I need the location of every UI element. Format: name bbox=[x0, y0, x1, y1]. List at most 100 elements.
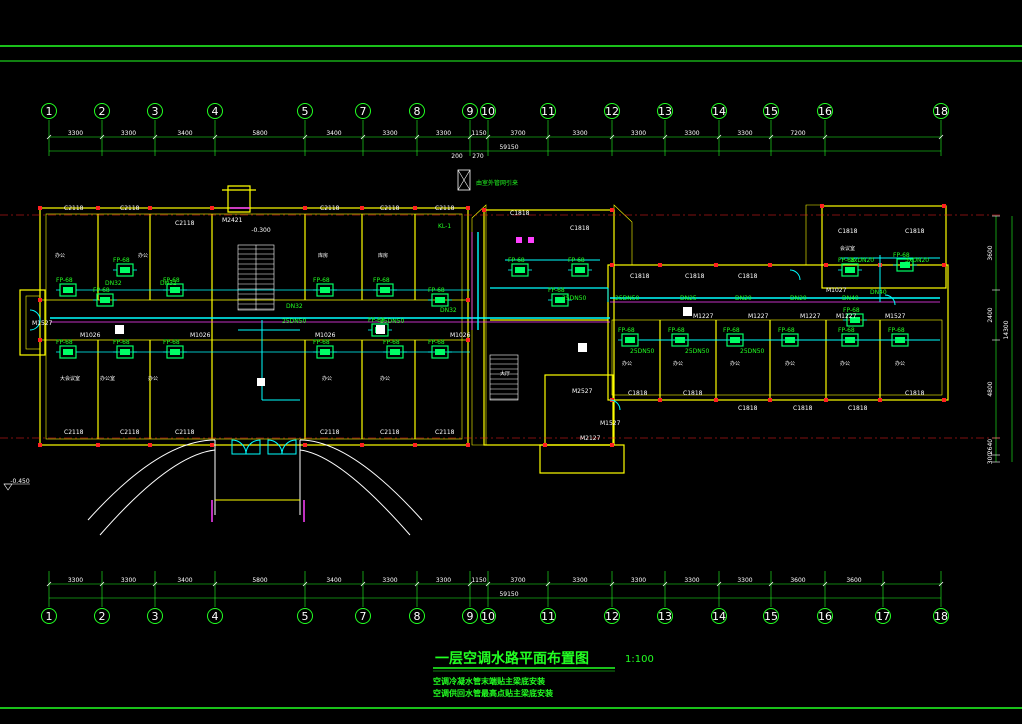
dimension-label: 3300 bbox=[68, 577, 83, 584]
fan-coil-unit: FP-68 bbox=[113, 339, 137, 359]
axis-label: 17 bbox=[876, 610, 890, 623]
room-label: 大厅 bbox=[500, 370, 510, 377]
door-label: M1026 bbox=[450, 332, 471, 339]
fan-coil-unit: FP-68 bbox=[113, 257, 137, 277]
dimension-label: 1150 bbox=[471, 130, 486, 137]
dimension-label: 3300 bbox=[572, 577, 587, 584]
door-label: M1227 bbox=[748, 313, 769, 320]
door-label: M2421 bbox=[222, 217, 243, 224]
level-markers: -0.450 -0.300 bbox=[3, 227, 692, 491]
door-label: M1227 bbox=[836, 313, 857, 320]
fan-coil-label: FP-68 bbox=[373, 277, 390, 284]
axis-bubble bbox=[41, 608, 57, 624]
axis-bubble bbox=[540, 103, 556, 119]
dimension-label: 3300 bbox=[737, 130, 752, 137]
fan-coil-label: FP-68 bbox=[428, 287, 445, 294]
dimension-label: 3300 bbox=[572, 130, 587, 137]
axis-bubble bbox=[207, 608, 223, 624]
dimension-total: 59150 bbox=[499, 591, 518, 598]
level-exterior: -0.450 bbox=[10, 478, 30, 485]
drawing-frame bbox=[0, 45, 1022, 709]
pipe-label: DN32 bbox=[105, 280, 122, 287]
pipe-label: 3xDN20 bbox=[905, 257, 929, 264]
axis-label: 14 bbox=[712, 610, 726, 623]
axis-label: 3 bbox=[152, 610, 159, 623]
fan-coil-label: FP-68 bbox=[56, 277, 73, 284]
riser-dim-2: 270 bbox=[472, 153, 484, 160]
axis-bubble bbox=[297, 103, 313, 119]
room-label: 办公 bbox=[55, 252, 65, 259]
axis-label: 2 bbox=[99, 610, 106, 623]
entrance-canopy bbox=[87, 439, 423, 536]
room-label: 办公室 bbox=[100, 375, 115, 382]
axis-bubble bbox=[657, 608, 673, 624]
pipe-label: 25DN50 bbox=[740, 348, 765, 355]
fan-coil-label: FP-68 bbox=[548, 287, 565, 294]
dimension-label: 3300 bbox=[382, 130, 397, 137]
fan-coil-unit: FP-68 bbox=[548, 287, 572, 307]
dimension-label: 3400 bbox=[326, 577, 341, 584]
fan-coil-label: FP-68 bbox=[893, 252, 910, 259]
fan-coil-label: FP-68 bbox=[113, 339, 130, 346]
pipe-label: 3xDN20 bbox=[850, 257, 874, 264]
axis-bubble bbox=[462, 103, 478, 119]
axis-label: 10 bbox=[481, 610, 495, 623]
door-label: M1026 bbox=[80, 332, 101, 339]
window-label: C2118 bbox=[64, 429, 84, 436]
axis-label: 12 bbox=[605, 105, 619, 118]
pipe-label: DN20 bbox=[735, 295, 752, 302]
pipe-label: 25DN50 bbox=[615, 295, 640, 302]
fan-coil-unit: FP-68 bbox=[56, 339, 80, 359]
fan-coil-label: FP-68 bbox=[778, 327, 795, 334]
door-label: M2527 bbox=[572, 388, 593, 395]
dimension-label: 3300 bbox=[121, 130, 136, 137]
axis-bubble bbox=[604, 103, 620, 119]
fan-coil-label: FP-68 bbox=[838, 257, 855, 264]
axis-bubble bbox=[355, 103, 371, 119]
door-label: M2127 bbox=[580, 435, 601, 442]
room-label: 库房 bbox=[318, 252, 328, 259]
axis-label: 1 bbox=[46, 610, 53, 623]
room-label: 库房 bbox=[378, 252, 388, 259]
fan-coil-unit: FP-68 bbox=[313, 277, 337, 297]
room-label: 办公 bbox=[148, 375, 158, 382]
door-label: M1026 bbox=[190, 332, 211, 339]
window-label: C2118 bbox=[380, 429, 400, 436]
fan-coil-unit: FP-68 bbox=[313, 339, 337, 359]
fan-coil-label: FP-68 bbox=[723, 327, 740, 334]
fan-coil-unit: FP-68 bbox=[778, 327, 802, 347]
axis-bubble bbox=[41, 103, 57, 119]
dimension-label: 2400 bbox=[987, 307, 994, 322]
note-2: 空调供回水管最高点贴主梁底安装 bbox=[433, 688, 553, 698]
window-label: C2118 bbox=[64, 205, 84, 212]
axis-label: 9 bbox=[467, 105, 474, 118]
axis-bubble bbox=[207, 103, 223, 119]
axis-bubble bbox=[875, 608, 891, 624]
title-block: 一层空调水路平面布置图 1:100 空调冷凝水管末端贴主梁底安装 空调供回水管最… bbox=[433, 650, 654, 698]
pipe-label: 25DN50 bbox=[630, 348, 655, 355]
axis-bubble bbox=[763, 608, 779, 624]
fan-coil-label: FP-68 bbox=[163, 339, 180, 346]
room-label: 办公 bbox=[673, 360, 683, 367]
dimension-label: 3600 bbox=[790, 577, 805, 584]
axis-bubble bbox=[480, 103, 496, 119]
fan-coil-label: FP-68 bbox=[428, 339, 445, 346]
window-label: C2118 bbox=[120, 429, 140, 436]
dimension-label: 3300 bbox=[631, 130, 646, 137]
door-label: M1027 bbox=[826, 287, 847, 294]
fan-coil-label: FP-68 bbox=[56, 339, 73, 346]
dimension-label: 3700 bbox=[510, 577, 525, 584]
riser-note: 由室外管网引来 bbox=[476, 179, 518, 187]
dimension-label: 3300 bbox=[436, 577, 451, 584]
fan-coil-unit: FP-68 bbox=[373, 277, 397, 297]
fan-coil-unit: FP-68 bbox=[428, 339, 452, 359]
pipe-label: 25DN50 bbox=[685, 348, 710, 355]
window-label: C1818 bbox=[838, 228, 858, 235]
fan-coil-unit: FP-68 bbox=[888, 327, 912, 347]
pipe-label: DN40 bbox=[870, 289, 887, 296]
